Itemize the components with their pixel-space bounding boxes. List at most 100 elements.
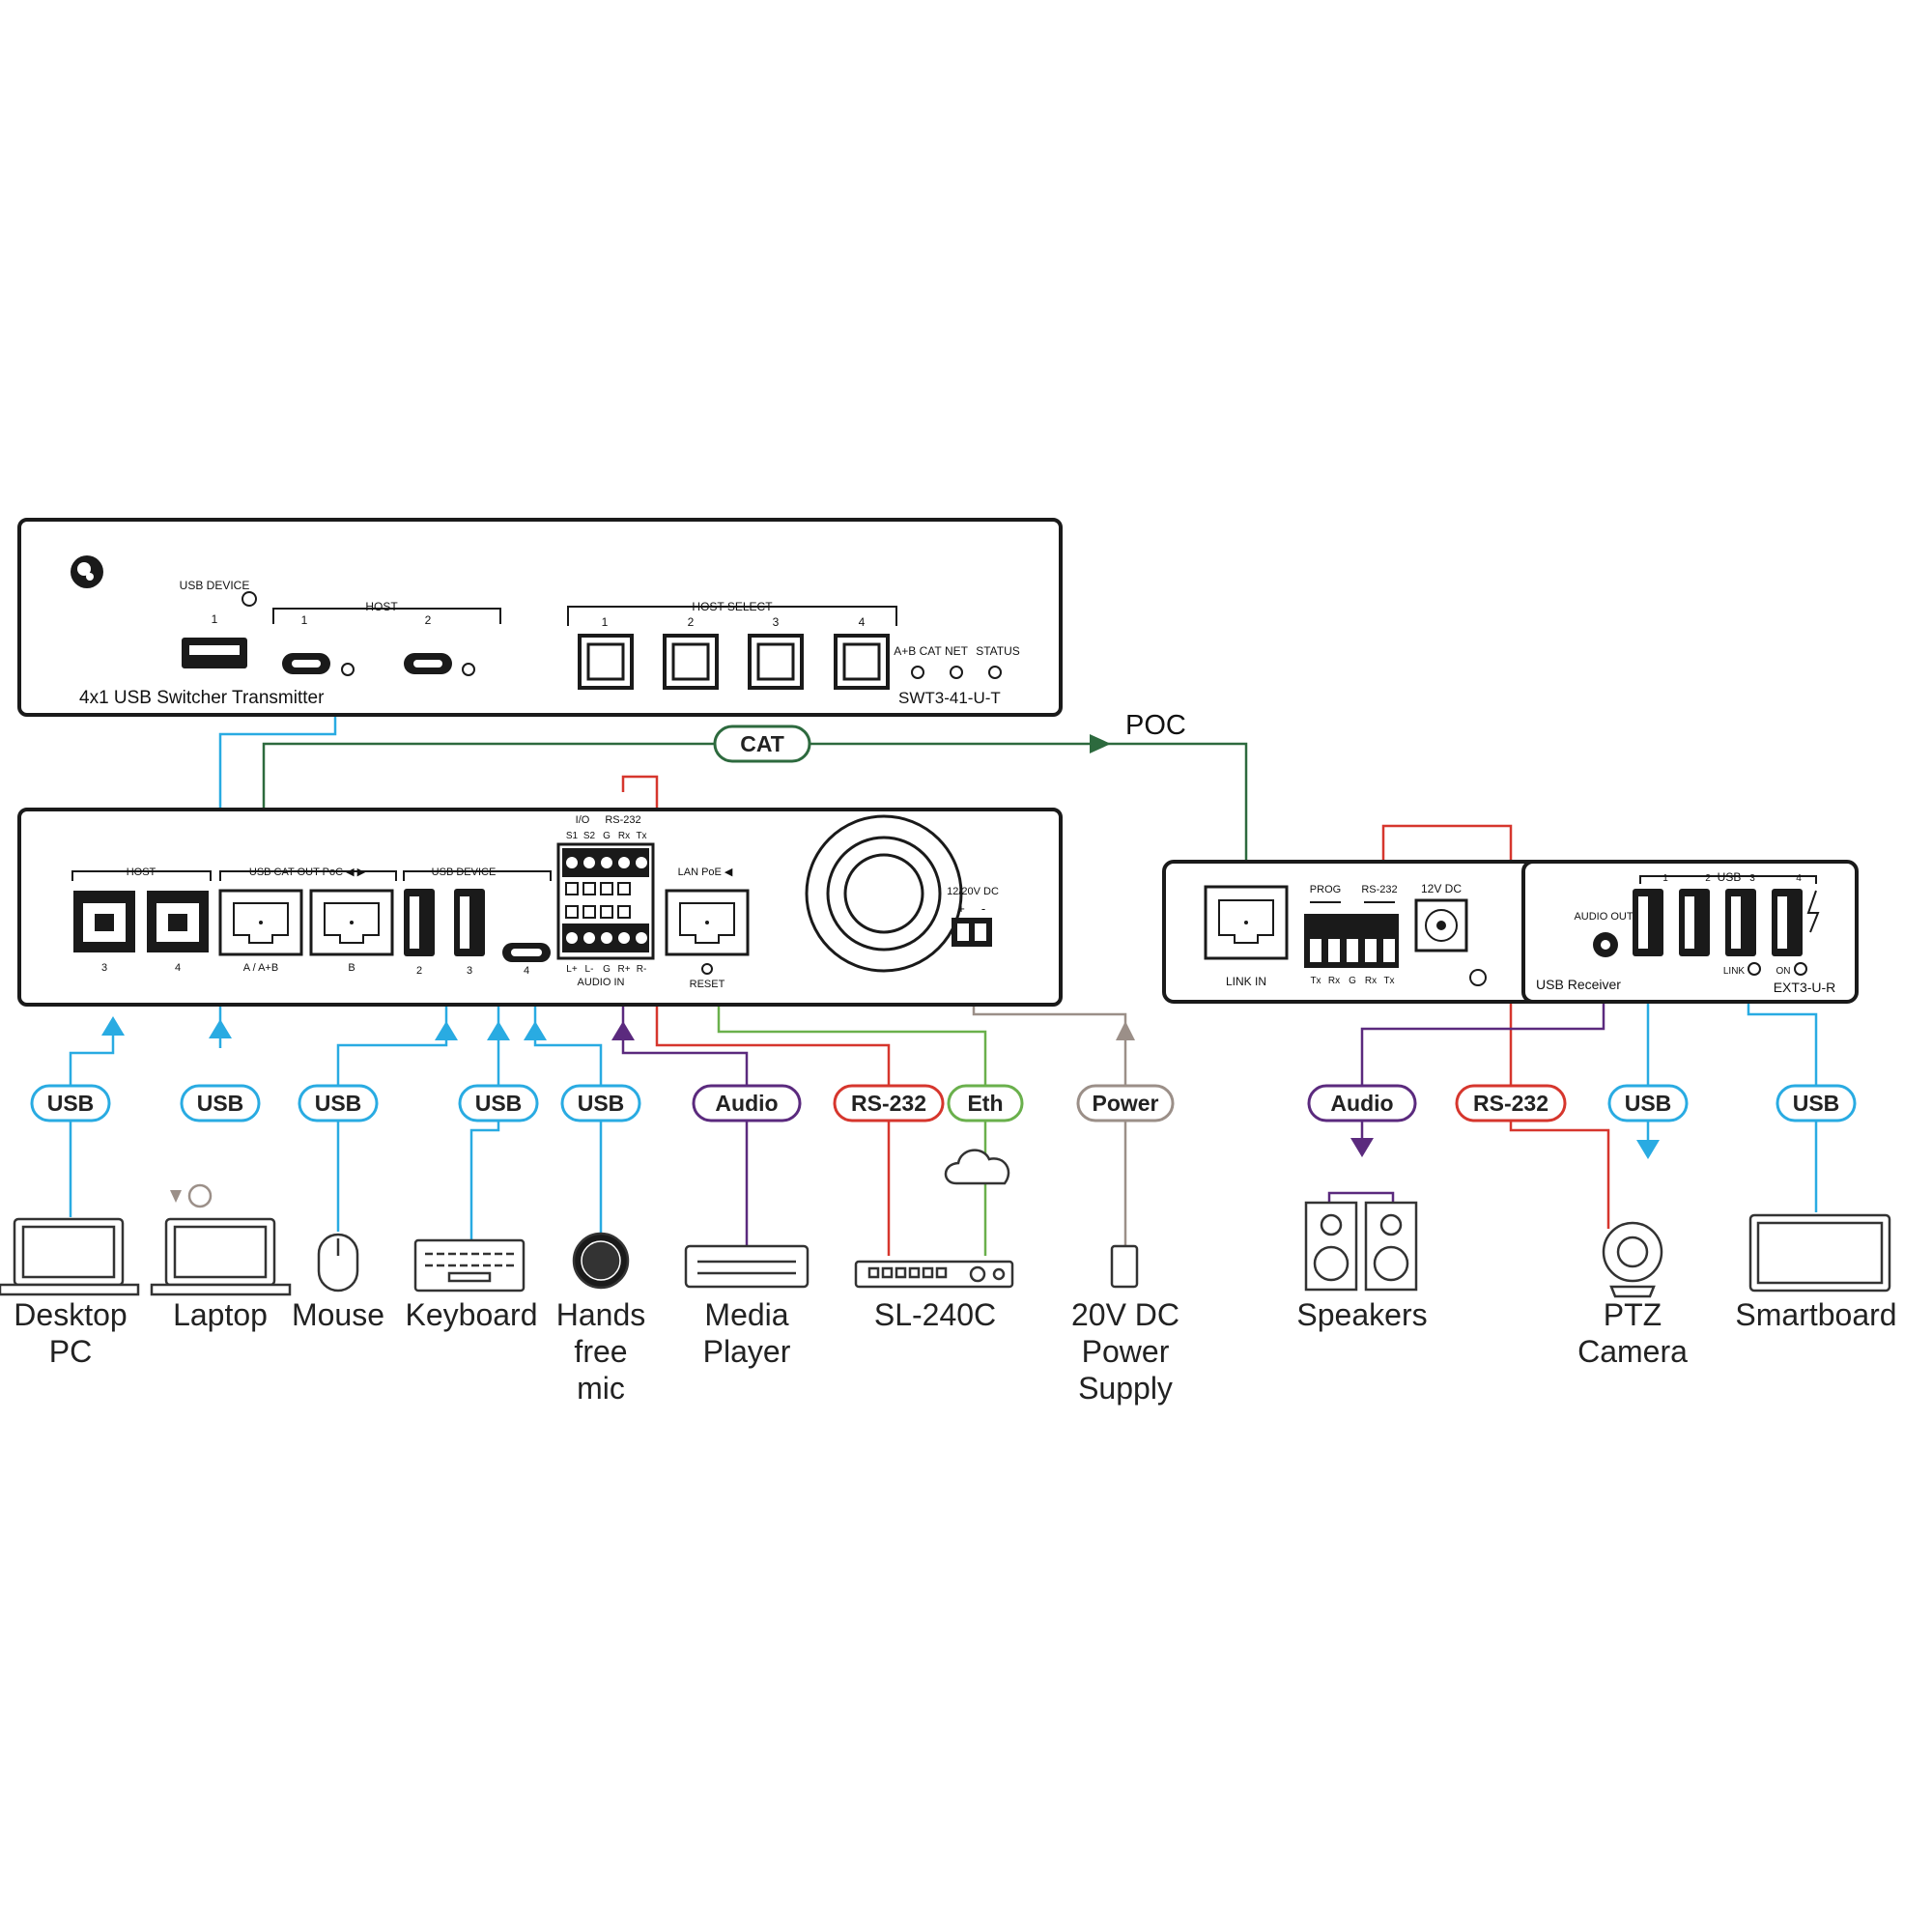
arrow-audio-in (611, 1021, 635, 1040)
pill-audio-9: Audio (1307, 1084, 1417, 1122)
usb-a-port-dev2[interactable] (404, 889, 435, 956)
poc-arrow (1090, 734, 1111, 753)
power-symbol-icon (242, 591, 257, 607)
receiver-usb-port-2[interactable] (1679, 889, 1710, 956)
usb-cable-desktop (69, 1024, 115, 1217)
receiver-dc-label: 12V DC (1421, 882, 1462, 895)
host-select-num-1: 1 (602, 615, 609, 629)
pill-text-5: Audio (715, 1091, 778, 1116)
rx-pin-4: Rx (1365, 976, 1377, 986)
led-label-net: NET (945, 644, 969, 658)
receiver-usb-port-3[interactable] (1725, 889, 1756, 956)
device-label-1-0: Laptop (173, 1297, 268, 1332)
arrow-power (1116, 1021, 1135, 1040)
rx-pin-3: G (1349, 976, 1356, 986)
host-select-button-4[interactable] (834, 634, 890, 690)
arrow-usb-host1 (209, 1019, 232, 1038)
usb-a-port-front[interactable] (182, 638, 247, 668)
laptop-icon (150, 1183, 292, 1296)
device-label-8-0: Speakers (1296, 1297, 1427, 1332)
speakers-split (1327, 1191, 1395, 1203)
led-status (988, 666, 1002, 679)
pill-usb-11: USB (1607, 1084, 1689, 1122)
audio-out-jack[interactable] (1593, 932, 1618, 957)
usb-a-port-dev3[interactable] (454, 889, 485, 956)
usb-receiver-label: USB Receiver (1536, 977, 1621, 992)
rx-pin-2: Rx (1328, 976, 1340, 986)
power-supply-icon (1110, 1244, 1139, 1289)
link-label: LINK (1723, 966, 1746, 977)
ptz-camera-icon (1602, 1221, 1663, 1298)
mouse-icon (317, 1233, 359, 1293)
usb-cable-keyboard (469, 961, 500, 1241)
usb-c-port-host2[interactable] (404, 653, 452, 674)
poc-label: POC (1125, 710, 1186, 741)
rx-pin-5: Tx (1383, 976, 1394, 986)
audio-in-label: AUDIO IN (578, 977, 625, 988)
pill-power-8: Power (1076, 1084, 1175, 1122)
host-select-label: HOST SELECT (692, 600, 773, 613)
usb-b-port-host3[interactable] (73, 891, 135, 952)
cat-out-num-a: A / A+B (243, 962, 278, 974)
charge-bolt-icon (1806, 890, 1820, 933)
cat-pill-text: CAT (740, 731, 784, 756)
terminal-block[interactable] (556, 842, 655, 960)
pill-text-8: Power (1092, 1091, 1158, 1116)
receiver-link-panel: LINK IN PROG RS-232 Tx Rx G Rx Tx 12V DC (1162, 860, 1545, 1004)
arrow-speakers (1350, 1138, 1374, 1157)
barrel-dc-port[interactable] (1414, 898, 1468, 952)
receiver-usb-port-4[interactable] (1772, 889, 1803, 956)
rj45-port-cat-b[interactable] (309, 889, 394, 956)
host-select-button-3[interactable] (748, 634, 804, 690)
pill-rs232-10: RS-232 (1455, 1084, 1567, 1122)
rj45-port-cat-a[interactable] (218, 889, 303, 956)
dc-label: 12/20V DC (947, 886, 999, 897)
usb-b-port-host4[interactable] (147, 891, 209, 952)
transmitter-title: 4x1 USB Switcher Transmitter (79, 688, 325, 708)
control-keypad-icon (854, 1260, 1014, 1289)
receiver-pins: Tx Rx G Rx Tx (1310, 976, 1394, 986)
kramer-logo-icon (71, 555, 103, 588)
cat-pill: CAT (713, 724, 811, 763)
device-label-10-0: Smartboard (1735, 1297, 1896, 1332)
receiver-usb-num-2: 2 (1705, 873, 1711, 884)
receiver-usb-port-1[interactable] (1633, 889, 1663, 956)
pin-g: G (603, 831, 611, 841)
host-select-bracket (567, 606, 897, 626)
device-label-7-1: Power (1082, 1334, 1170, 1369)
link-in-label: LINK IN (1226, 975, 1266, 988)
host-select-button-2[interactable] (663, 634, 719, 690)
cat-out-num-b: B (348, 962, 355, 974)
rj45-port-link-in[interactable] (1204, 885, 1289, 960)
device-label-9-0: PTZ (1604, 1297, 1662, 1332)
pill-text-6: RS-232 (851, 1091, 926, 1116)
receiver-terminal-block[interactable] (1304, 914, 1399, 968)
usb-c-port-host1[interactable] (282, 653, 330, 674)
pill-usb-2: USB (298, 1084, 379, 1122)
pill-text-7: Eth (967, 1091, 1003, 1116)
device-label-4-2: mic (577, 1371, 625, 1406)
receiver-usb-label: USB (1718, 870, 1742, 884)
pill-usb-12: USB (1776, 1084, 1857, 1122)
audio-out-label: AUDIO OUT (1574, 911, 1633, 923)
transmitter-model: SWT3-41-U-T (898, 689, 1001, 707)
pill-eth-7: Eth (947, 1084, 1024, 1122)
pin-tx: Tx (636, 831, 646, 841)
reset-button[interactable] (701, 963, 713, 975)
arrowheads (101, 1016, 1660, 1159)
on-label: ON (1776, 966, 1791, 977)
rear-host-num-3: 3 (101, 962, 107, 974)
device-label-9-1: Camera (1577, 1334, 1688, 1369)
keyboard-icon (413, 1238, 526, 1293)
device-label-6-0: SL-240C (874, 1297, 996, 1332)
rear-usb-device-label: USB DEVICE (432, 867, 497, 878)
led-cat (911, 666, 924, 679)
rx-pin-1: Tx (1310, 976, 1321, 986)
rj45-port-lan[interactable] (665, 889, 750, 956)
transmitter-rear-panel: HOST 3 4 USB CAT OUT PoC ◀ ▶ A / A+B B (17, 808, 1063, 1007)
host-num-1: 1 (301, 613, 308, 627)
host-select-button-1[interactable] (578, 634, 634, 690)
usb-c-port-dev4[interactable] (502, 943, 551, 962)
dc-power-port[interactable] (952, 918, 992, 947)
